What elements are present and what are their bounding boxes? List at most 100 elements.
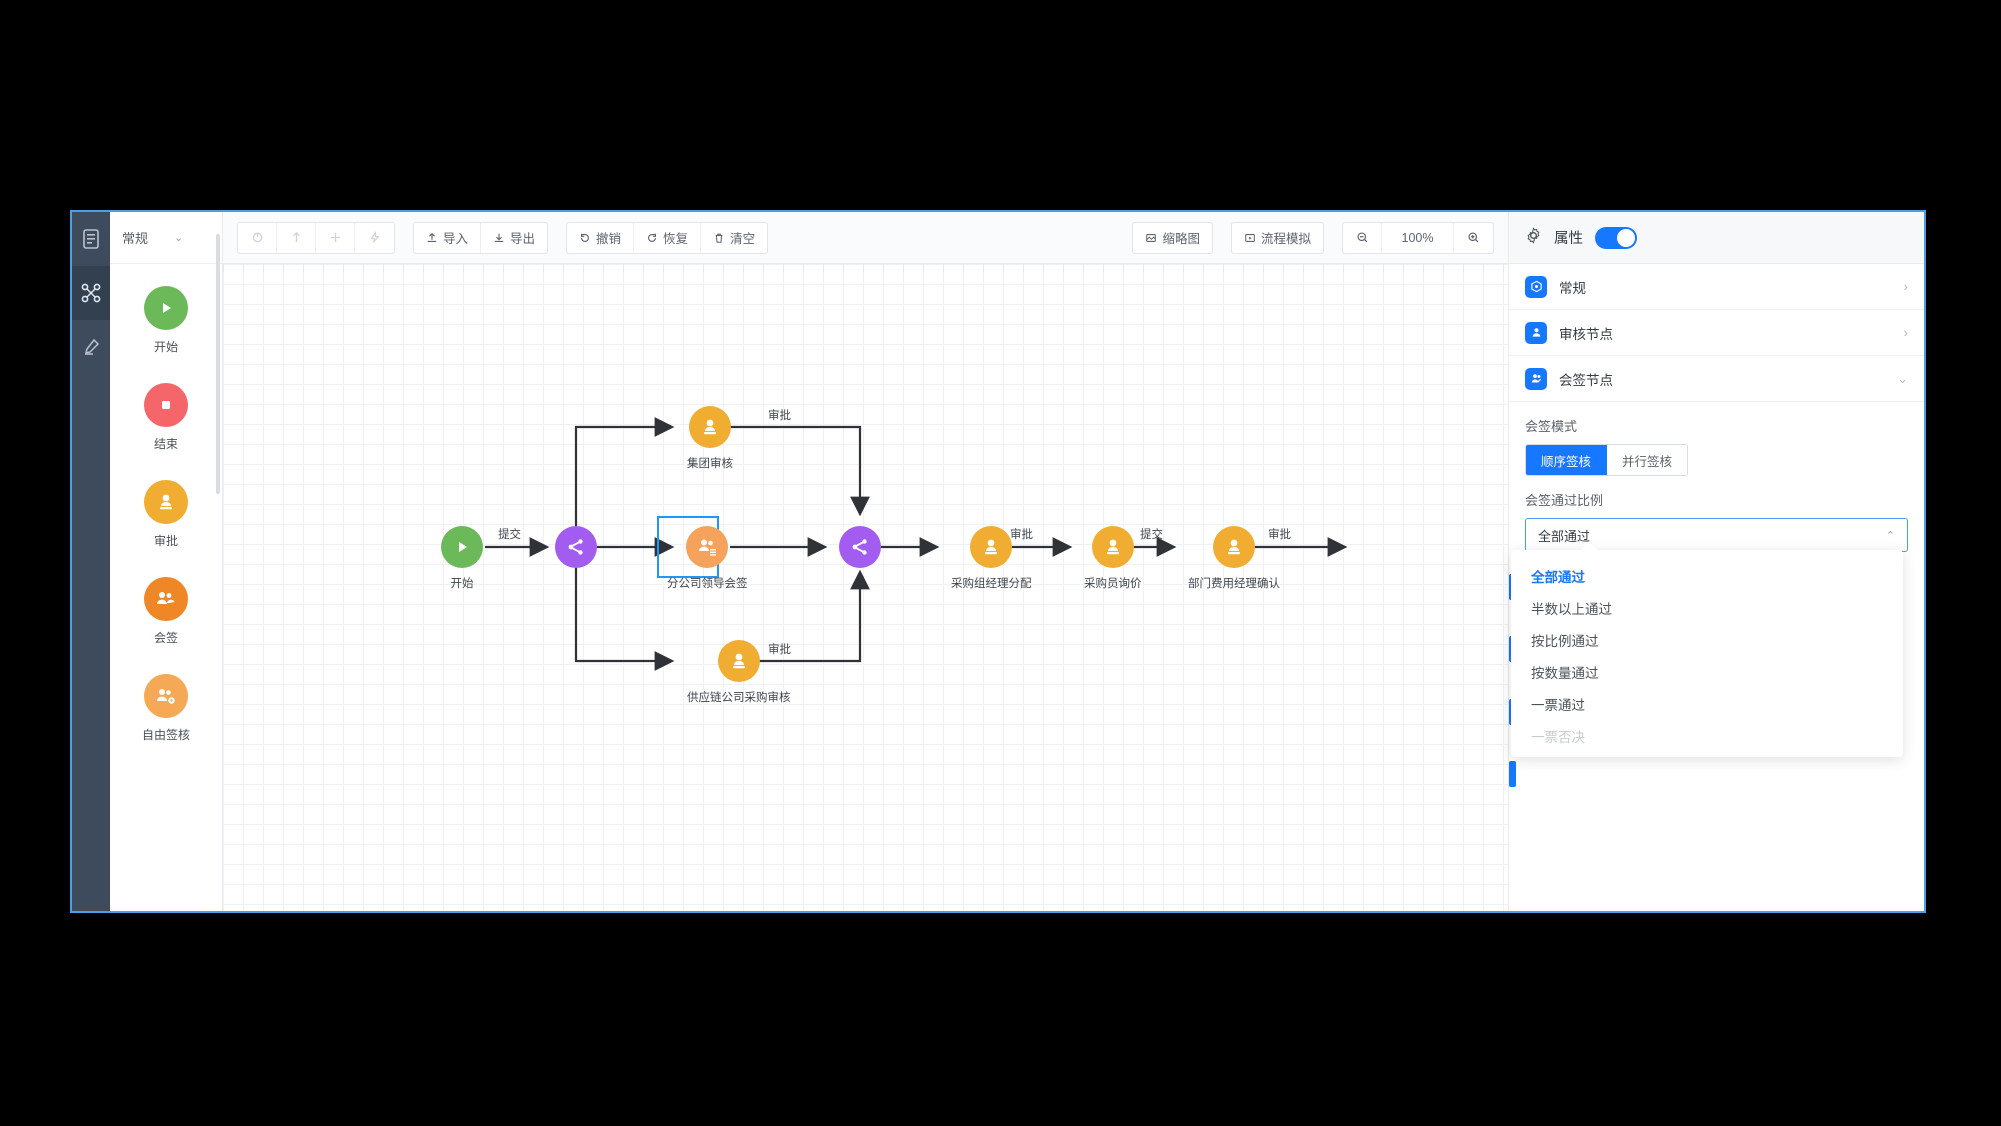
edge-label: 提交 <box>498 529 521 541</box>
dropdown-option-one-vote-pass[interactable]: 一票通过 <box>1531 698 1585 713</box>
properties-toggle[interactable] <box>1595 226 1637 249</box>
properties-header: 属性 <box>1509 212 1924 264</box>
align-top-icon[interactable] <box>277 222 316 253</box>
flow-icon[interactable] <box>72 266 110 320</box>
undo-button[interactable]: 撤销 <box>567 222 635 253</box>
flow-node-label: 供应链公司采购审核 <box>687 692 791 704</box>
palette-item-free-sign[interactable]: 自由签核 <box>110 674 222 743</box>
flow-node-gateway-1[interactable] <box>555 526 597 568</box>
export-icon <box>494 233 504 242</box>
prop-row-label: 审核节点 <box>1559 326 1613 342</box>
zoom-out-icon[interactable] <box>1343 222 1382 253</box>
thumbnail-button[interactable]: 缩略图 <box>1133 223 1212 253</box>
pass-ratio-dropdown: 全部通过 半数以上通过 按比例通过 按数量通过 一票通过 一票否决 <box>1511 541 1903 757</box>
dropdown-option-count-pass[interactable]: 按数量通过 <box>1531 666 1599 681</box>
flow-node-label: 分公司领导会签 <box>667 578 748 590</box>
simulate-label: 流程模拟 <box>1260 232 1311 246</box>
clear-button[interactable]: 清空 <box>701 223 767 253</box>
flow-canvas[interactable]: 开始 集团审核 分公司领导会签 <box>223 264 1508 911</box>
group-icon <box>144 577 188 621</box>
prop-row-label: 常规 <box>1559 280 1586 296</box>
prop-row-review-node[interactable]: 审核节点 › <box>1509 310 1924 356</box>
dropdown-option-ratio-pass[interactable]: 按比例通过 <box>1531 634 1599 649</box>
seg-parallel[interactable]: 并行签核 <box>1607 445 1688 475</box>
thumbnail-label: 缩略图 <box>1162 232 1200 246</box>
flow-node-start[interactable]: 开始 <box>441 526 483 591</box>
pencil-icon[interactable] <box>72 320 110 374</box>
palette-item-start[interactable]: 开始 <box>110 286 222 355</box>
editor-center: 导入 导出 撤销 恢复 清空 <box>223 212 1508 911</box>
simulate-button[interactable]: 流程模拟 <box>1232 223 1323 253</box>
palette-item-label: 自由签核 <box>141 728 190 742</box>
toolbar-group-shape <box>237 221 395 254</box>
flow-node-label: 部门费用经理确认 <box>1188 578 1280 590</box>
flow-node-buyer-quote[interactable]: 采购员询价 <box>1084 526 1142 591</box>
trash-icon <box>715 233 723 243</box>
import-button[interactable]: 导入 <box>414 222 482 253</box>
redo-button[interactable]: 恢复 <box>634 222 702 253</box>
edge-label: 审批 <box>768 410 791 422</box>
palette-item-label: 结束 <box>153 437 178 451</box>
palette-group-label: 常规 <box>122 231 149 246</box>
stamp-icon <box>689 406 731 448</box>
palette-item-end[interactable]: 结束 <box>110 383 222 452</box>
toolbar-group-simulate: 流程模拟 <box>1230 221 1324 254</box>
group-gear-icon <box>144 674 188 718</box>
dropdown-option-majority-pass[interactable]: 半数以上通过 <box>1531 602 1612 617</box>
flow-node-buyer-assign[interactable]: 采购组经理分配 <box>951 526 1032 591</box>
gateway-icon <box>839 526 881 568</box>
prop-row-general[interactable]: 常规 › <box>1509 264 1924 310</box>
export-label: 导出 <box>510 232 536 246</box>
lightning-icon[interactable] <box>355 223 394 253</box>
flow-node-branch-countersign[interactable]: 分公司领导会签 <box>667 526 748 591</box>
edge-label: 提交 <box>1140 529 1163 541</box>
prop-row-countersign-node[interactable]: 会签节点 ⌄ <box>1509 356 1924 402</box>
stamp-icon <box>717 640 760 682</box>
import-label: 导入 <box>443 232 469 246</box>
align-center-icon[interactable] <box>316 222 355 253</box>
obscured-button-4[interactable] <box>1509 761 1516 787</box>
redo-icon <box>648 233 657 242</box>
undo-shape-icon[interactable] <box>238 222 277 253</box>
toolbar-group-io: 导入 导出 <box>413 221 549 254</box>
stamp-icon <box>1213 526 1255 568</box>
redo-label: 恢复 <box>663 232 689 246</box>
palette-item-countersign[interactable]: 会签 <box>110 577 222 646</box>
zoom-level-value[interactable]: 100% <box>1382 222 1454 253</box>
flow-node-label: 集团审核 <box>687 458 733 470</box>
pass-ratio-section: 会签通过比例 全部通过 ⌃ <box>1509 476 1924 552</box>
palette-group-selector[interactable]: 常规 ⌄ <box>110 212 222 264</box>
gateway-icon <box>555 526 597 568</box>
flow-node-supply-review[interactable]: 供应链公司采购审核 <box>687 640 791 705</box>
seg-sequential[interactable]: 顺序签核 <box>1526 445 1608 475</box>
flow-node-label: 开始 <box>450 578 474 590</box>
edge-label: 审批 <box>768 644 791 656</box>
toolbar-group-history: 撤销 恢复 清空 <box>566 221 769 254</box>
edge-label: 审批 <box>1268 529 1291 541</box>
editor-toolbar: 导入 导出 撤销 恢复 清空 <box>223 212 1508 264</box>
palette-items: 开始 结束 审批 会签 <box>110 264 222 911</box>
flow-node-gateway-2[interactable] <box>839 526 881 568</box>
export-button[interactable]: 导出 <box>481 223 547 253</box>
document-icon[interactable] <box>72 212 110 266</box>
flow-node-dept-confirm[interactable]: 部门费用经理确认 <box>1188 526 1280 591</box>
edge-label: 审批 <box>1010 529 1033 541</box>
toolbar-group-thumbnail: 缩略图 <box>1132 221 1213 254</box>
pass-ratio-label: 会签通过比例 <box>1525 493 1604 508</box>
palette-scrollbar[interactable] <box>216 234 220 494</box>
flow-node-label: 采购组经理分配 <box>951 578 1032 590</box>
node-palette: 常规 ⌄ 开始 结束 审批 <box>110 212 223 911</box>
stamp-icon <box>144 480 188 524</box>
zoom-in-icon[interactable] <box>1454 223 1493 253</box>
dropdown-option-all-pass[interactable]: 全部通过 <box>1531 570 1585 585</box>
dropdown-option-one-vote-veto: 一票否决 <box>1531 730 1585 745</box>
import-icon <box>427 232 437 242</box>
palette-item-approve[interactable]: 审批 <box>110 480 222 549</box>
cube-icon <box>1525 275 1547 298</box>
flow-node-group-review[interactable]: 集团审核 <box>687 406 733 471</box>
play-icon <box>441 526 483 568</box>
toggle-knob <box>1617 228 1635 247</box>
undo-icon <box>581 233 589 242</box>
chevron-down-icon: ⌄ <box>174 232 184 244</box>
toolbar-group-zoom: 100% <box>1342 221 1494 254</box>
